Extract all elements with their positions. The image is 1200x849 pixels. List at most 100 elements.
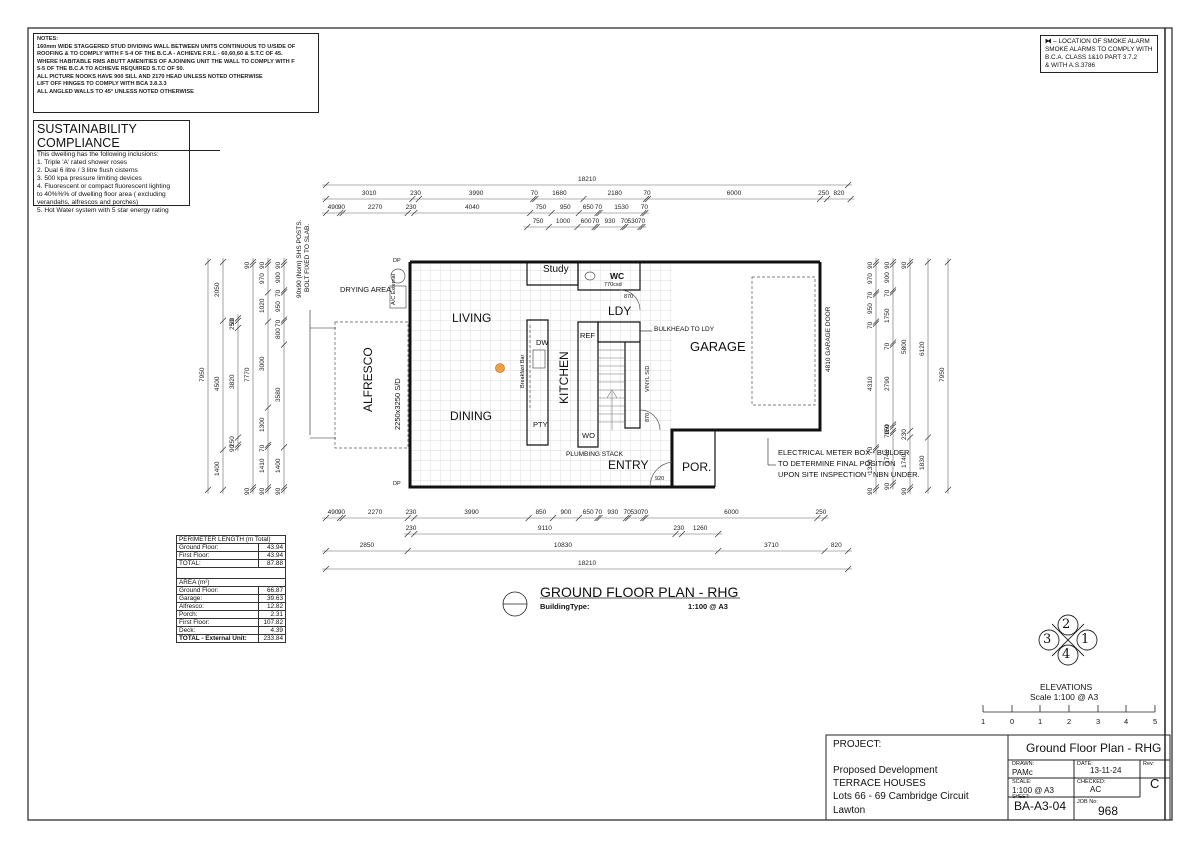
table-row: First Floor:43.94 [176, 551, 287, 560]
garage-door-label: 4810 GARAGE DOOR [825, 306, 832, 372]
dimension-label: 90 [901, 487, 908, 495]
dimension-label: 230 [405, 525, 417, 532]
scale-value: 1:100 @ A3 [1012, 786, 1054, 795]
wc-door-size: 770csd [604, 282, 622, 288]
dimension-label: 750 [532, 218, 544, 225]
dimension-tick [906, 486, 914, 494]
dimension-label: 600 [580, 218, 592, 225]
dimension-tick [339, 209, 346, 217]
dimension-label: 1750 [884, 309, 891, 324]
posts-note-2: BOLT FIXED TO SLAB. [304, 223, 311, 292]
dimension-tick [872, 443, 880, 451]
dimension-label: 4040 [464, 204, 480, 211]
dimension-label: 90 [884, 262, 891, 270]
dimension-label: 1680 [552, 190, 567, 197]
dimension-label: 70 [275, 290, 282, 298]
downpipe-label: DP [393, 481, 401, 487]
dimension-tick [924, 258, 932, 266]
fixtures [389, 268, 673, 488]
dimension-label: 70 [623, 509, 631, 516]
dimension-tick [264, 486, 272, 494]
dimension-label: 6000 [724, 509, 739, 516]
dimension-label: 230 [673, 525, 685, 532]
dimension-label: 3000 [259, 356, 266, 371]
row-label: First Floor: [176, 551, 259, 560]
sheet-number: BA-A3-04 [1014, 799, 1067, 813]
dimension-tick [249, 484, 257, 491]
dimension-tick [336, 209, 344, 217]
dimension-label: 90 [901, 262, 908, 270]
dimension-label: 490 [327, 204, 339, 211]
dimension-label: 70 [620, 218, 628, 225]
dimension-label: 1400 [214, 461, 221, 476]
room-label-porch: POR. [682, 460, 712, 474]
dimension-tick [622, 514, 630, 522]
dimension-label: 70 [884, 430, 891, 438]
elevation-symbol [1038, 614, 1098, 666]
dimension-label: 70 [867, 446, 874, 455]
ac-label: A/C External [391, 274, 397, 305]
sustainability-line: to 40%%% of dwelling floor area ( exclud… [37, 191, 166, 198]
sustainability-line: 4. Fluorescent or compact fluorescent li… [37, 183, 171, 190]
plan-title-marker [502, 591, 740, 617]
dimension-tick [816, 195, 824, 203]
dimension-tick [280, 287, 288, 294]
elevation-marker-1: 1 [1081, 632, 1090, 647]
room-label-wc: WC [610, 271, 625, 281]
dimension-tick [642, 209, 649, 217]
dimension-label: 3820 [229, 374, 236, 389]
dimension-tick [672, 530, 679, 538]
dimension-label: 90 [867, 262, 874, 270]
dimension-tick [411, 514, 418, 522]
dimension-tick [678, 530, 686, 538]
label-wo: WO [582, 431, 595, 440]
dimension-tick [872, 445, 880, 453]
dimension-tick [823, 195, 831, 203]
dimension-label: 90 [337, 204, 345, 211]
row-label: Garage: [176, 594, 259, 603]
row-value: 39.63 [257, 594, 287, 603]
scale-bar-label: 1 [1038, 717, 1043, 726]
dimension-tick [872, 484, 880, 491]
dimension-tick [204, 258, 212, 266]
floor-tiles [410, 262, 672, 487]
dimension-label: 1300 [259, 417, 266, 433]
room-label-dining: DINING [450, 409, 492, 423]
dimension-label: 750 [535, 204, 547, 211]
smoke-alarm-box: ⧓ – LOCATION OF SMOKE ALARM SMOKE ALARMS… [1040, 35, 1158, 73]
drawn-label: DRAWN: [1012, 761, 1035, 767]
dimension-tick [642, 514, 649, 522]
dimension-tick [322, 195, 330, 203]
row-label: Ground Floor: [176, 586, 259, 595]
dimension-label: 530 [627, 218, 639, 225]
scale-bar-label: 5 [1153, 717, 1158, 726]
dimension-label: 490 [327, 509, 339, 516]
dimension-label: 3990 [468, 190, 484, 197]
project-line: TERRACE HOUSES [833, 778, 926, 789]
meter-note-3: UPON SITE INSPECTION - NBN UNDER. [778, 470, 920, 479]
alfresco-door-label: 2250x3250 S/D [393, 378, 402, 430]
dimension-label: 950 [275, 301, 282, 312]
dimension-label: 90 [337, 509, 345, 516]
dimension-tick [594, 514, 601, 522]
dimension-label: 9110 [537, 525, 552, 532]
dimension-tick [264, 318, 272, 325]
dimension-label: 90 [244, 262, 251, 270]
dimension-tick [872, 320, 880, 327]
elevation-marker-3: 3 [1043, 632, 1052, 647]
dimension-tick [280, 443, 288, 451]
smoke-alarm-legend: – LOCATION OF SMOKE ALARM [1053, 38, 1150, 45]
dimension-tick [637, 223, 644, 231]
dimension-tick [280, 484, 288, 491]
dimension-tick [889, 479, 897, 487]
room-label-kitchen: KITCHEN [557, 351, 571, 404]
sustainability-line: verandahs, alfrescos and porches) [37, 199, 139, 206]
dimension-tick [889, 429, 897, 437]
plan-scale: 1:100 @ A3 [688, 602, 728, 611]
dimension-tick [844, 181, 852, 189]
dimension-label: 900 [560, 509, 572, 516]
row-label: Porch: [176, 610, 259, 619]
dimension-label: 10830 [553, 542, 572, 549]
dimension-tick [219, 258, 227, 266]
dimension-tick [264, 484, 272, 491]
